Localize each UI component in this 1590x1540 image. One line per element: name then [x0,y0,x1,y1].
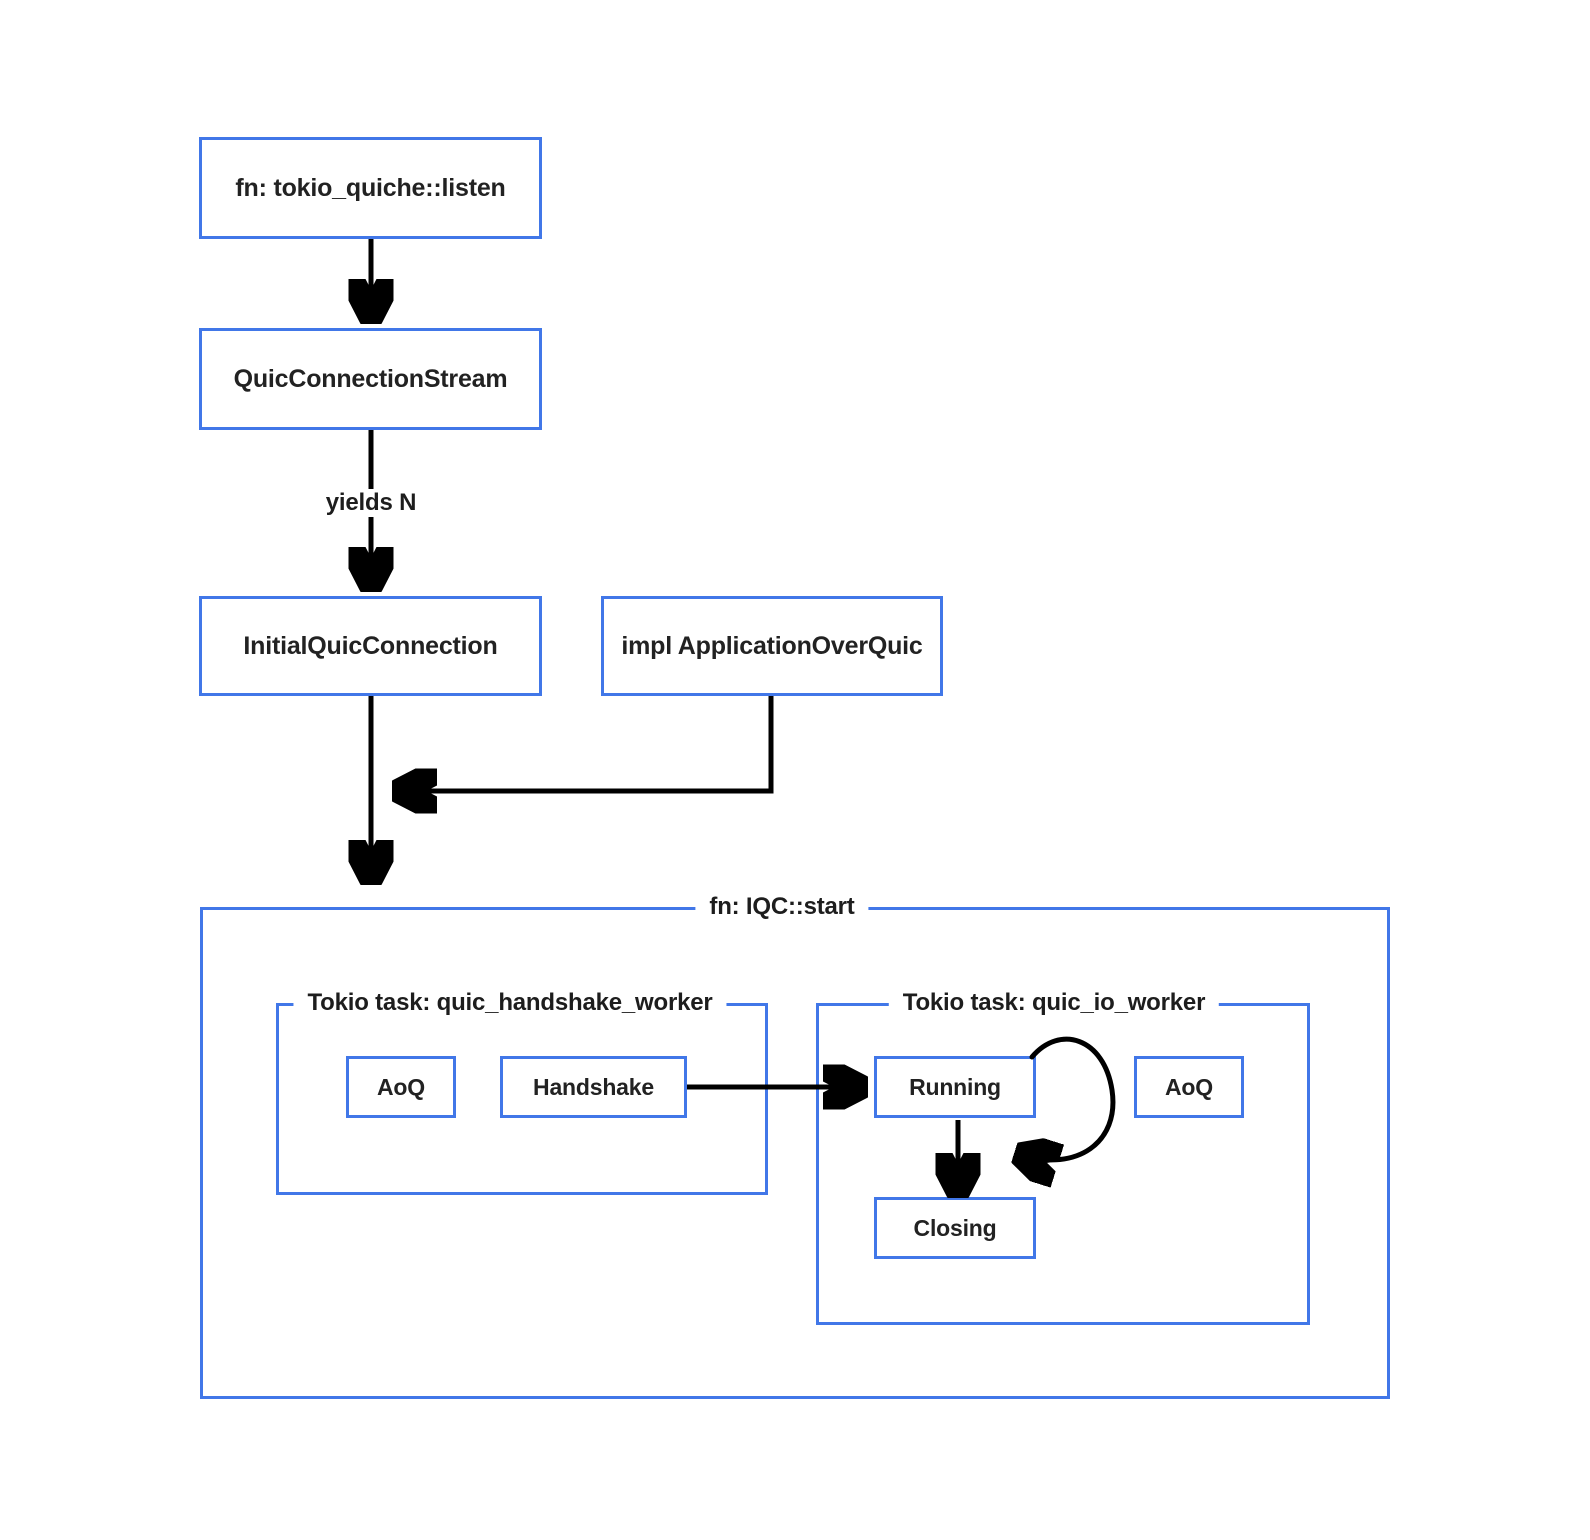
node-running[interactable]: Running [874,1056,1036,1118]
edge-aoq-impl-to-iqc [400,696,774,791]
edge-label-yields-n: yields N [317,489,425,517]
group-label-handshake-worker: Tokio task: quic_handshake_worker [293,989,727,1017]
group-io-worker [816,1003,1310,1325]
node-aoq-io[interactable]: AoQ [1134,1056,1244,1118]
node-initial-quic-connection[interactable]: InitialQuicConnection [199,596,542,696]
node-handshake[interactable]: Handshake [500,1056,687,1118]
group-label-iqc-start: fn: IQC::start [695,893,869,921]
node-quic-connection-stream[interactable]: QuicConnectionStream [199,328,542,430]
node-closing[interactable]: Closing [874,1197,1036,1259]
node-aoq-handshake[interactable]: AoQ [346,1056,456,1118]
node-listen[interactable]: fn: tokio_quiche::listen [199,137,542,239]
group-label-io-worker: Tokio task: quic_io_worker [888,989,1220,1017]
node-impl-application-over-quic[interactable]: impl ApplicationOverQuic [601,596,943,696]
